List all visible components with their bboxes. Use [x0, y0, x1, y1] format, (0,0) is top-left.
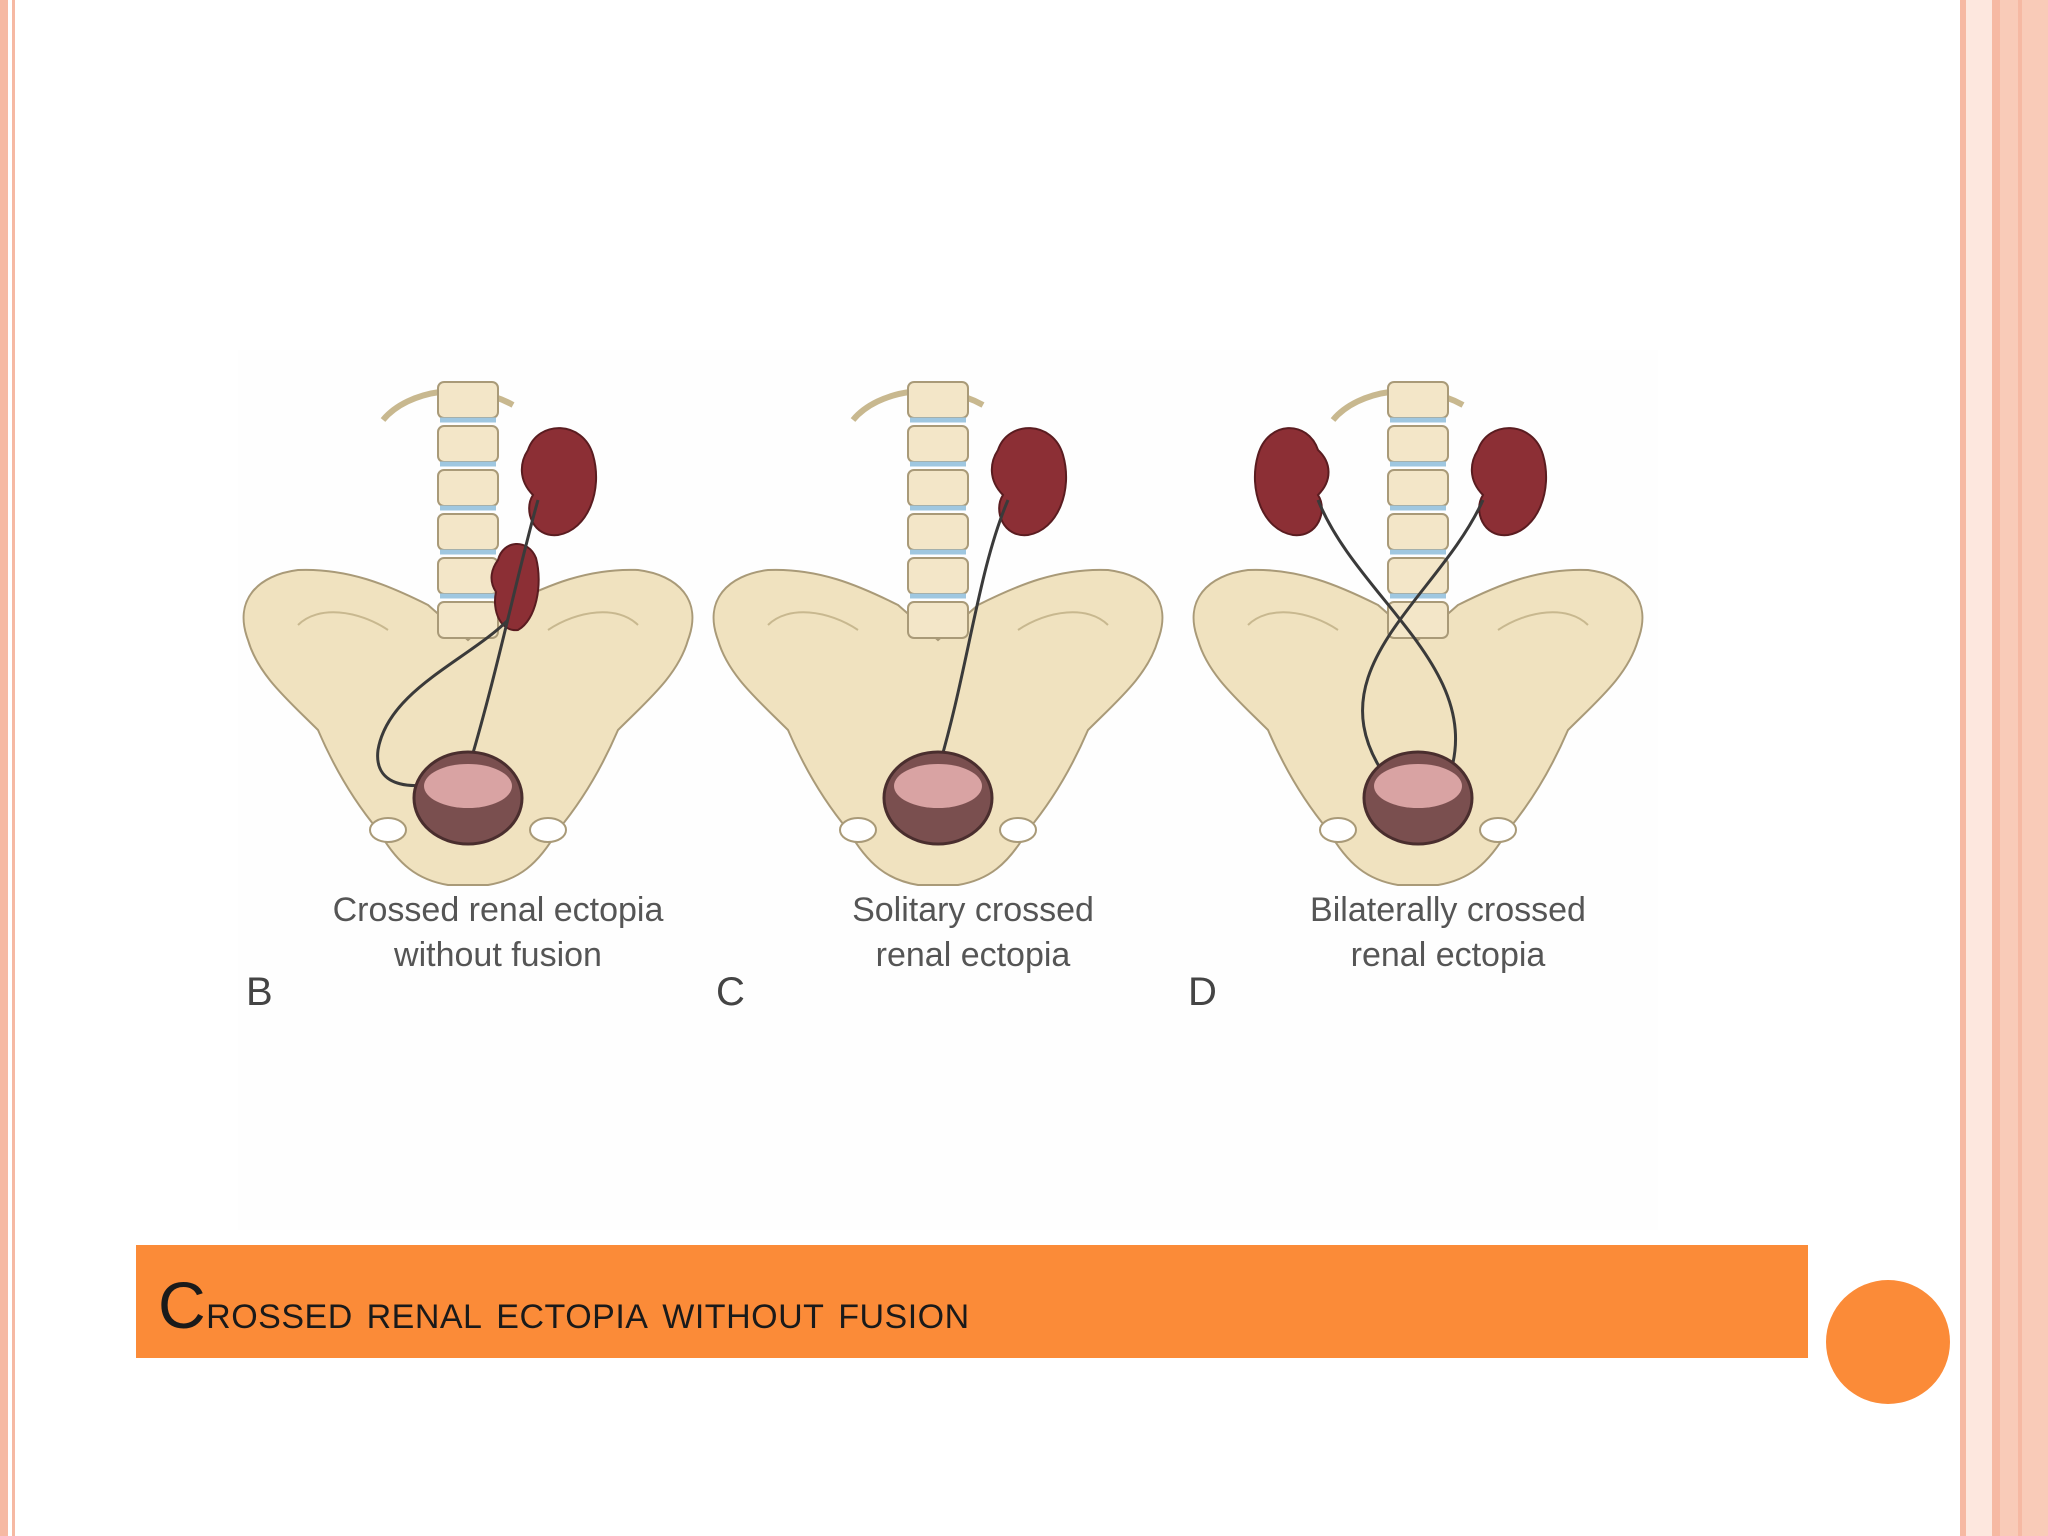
decorative-circle	[1826, 1280, 1950, 1404]
panel-d-illustration	[1192, 382, 1644, 886]
panel-c-kidney	[990, 427, 1068, 537]
slide-border-right-edge	[2000, 0, 2048, 1536]
panel-d-caption: Bilaterally crossed renal ectopia	[1223, 888, 1673, 978]
panel-c-letter: C	[716, 970, 745, 1014]
panel-b-upper-kidney	[520, 427, 598, 537]
slide-border-left-line	[12, 0, 15, 1536]
slide-border-right-line	[1992, 0, 2000, 1536]
slide-border-left	[0, 0, 8, 1536]
slide-title-bar: Crossed renal ectopia without fusion	[136, 1245, 1808, 1358]
panel-d-letter: D	[1188, 970, 1217, 1014]
panel-d-caption-line2: renal ectopia	[1350, 936, 1546, 974]
panel-b-caption: Crossed renal ectopia without fusion	[278, 888, 718, 978]
anatomy-illustration	[242, 350, 1644, 886]
panel-b-caption-line2: without fusion	[394, 936, 602, 974]
panel-b-letter: B	[246, 970, 273, 1014]
slide-border-right-stripe	[2018, 0, 2022, 1536]
panel-c-caption-line1: Solitary crossed	[852, 891, 1094, 929]
panel-d-caption-line1: Bilaterally crossed	[1310, 891, 1586, 929]
panel-c-caption: Solitary crossed renal ectopia	[763, 888, 1183, 978]
slide-title-rest: rossed renal ectopia without fusion	[206, 1286, 970, 1339]
panel-b-illustration	[242, 382, 694, 886]
slide-border-right	[1960, 0, 1966, 1536]
panel-b-caption-line1: Crossed renal ectopia	[332, 891, 664, 929]
panel-c-illustration	[712, 382, 1164, 886]
anatomy-figure: Crossed renal ectopia without fusion Sol…	[238, 350, 1658, 1230]
panel-d-left-kidney	[1253, 427, 1330, 537]
panel-d-right-kidney	[1470, 427, 1548, 537]
slide-border-right-band	[1966, 0, 1992, 1536]
slide-title: Crossed renal ectopia without fusion	[158, 1267, 970, 1343]
slide-title-initial: C	[158, 1268, 207, 1342]
panel-c-caption-line2: renal ectopia	[875, 936, 1071, 974]
